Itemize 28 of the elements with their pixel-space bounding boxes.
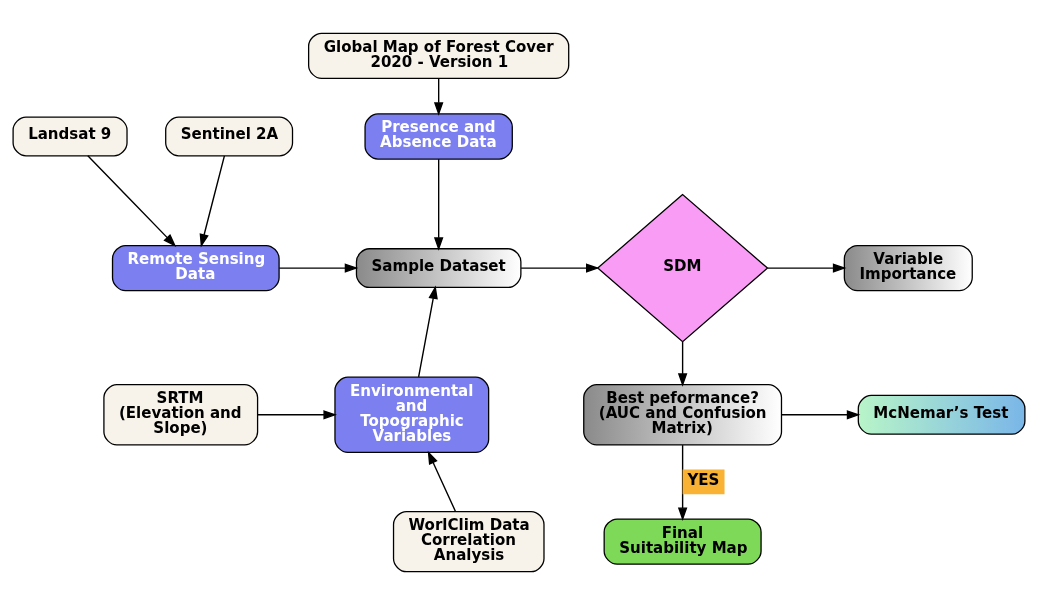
arrow [520,262,600,273]
arrow [278,262,359,273]
arrow [417,284,438,378]
node-box: SRTM (Elevation and Slope) [103,383,259,446]
node-box: Environmental and Topographic Variables [334,376,490,453]
arrow [87,154,177,247]
node-box: Sentinel 2A [165,115,294,156]
arrow [257,409,337,420]
node-box: Presence and Absence Data [364,112,513,160]
node-box: Remote Sensing Data [111,244,280,291]
node-box: Global Map of Forest Cover 2020 - Version 1 [308,32,570,79]
node-box: Final Suitability Map [603,517,762,565]
node-box: McNemar’s Test [857,394,1026,435]
arrow [781,409,861,420]
arrow [433,77,444,116]
node-diamond: SDM [596,193,769,343]
node-box: Best peformance? (AUC and Confusion Matrix) [583,383,783,446]
node-box: WorlClim Data Correlation Analysis [392,510,545,572]
node-box: Sample Dataset [355,247,522,288]
arrow [199,154,226,247]
arrow [677,340,688,387]
arrow [433,158,444,251]
edge-label: YES [687,470,720,489]
arrow [767,262,847,273]
node-box: Variable Importance [843,244,973,291]
arrow [677,443,688,521]
arrow [427,450,457,512]
node-box: Landsat 9 [12,115,128,156]
